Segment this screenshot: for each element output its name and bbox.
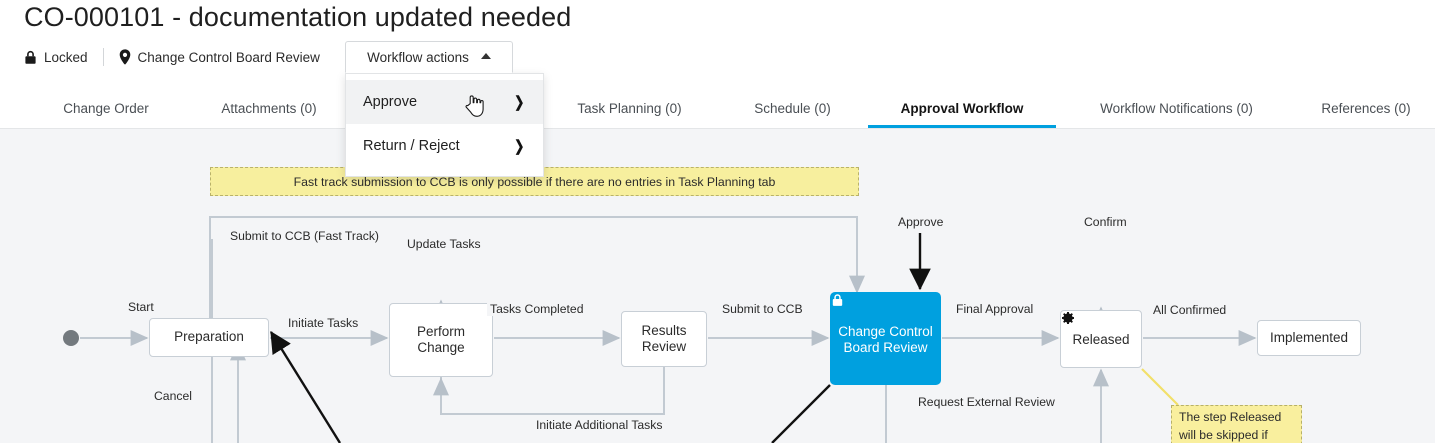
node-released[interactable]: Released <box>1060 310 1142 368</box>
node-preparation[interactable]: Preparation <box>149 318 269 357</box>
menu-item-return-reject-label: Return / Reject <box>363 138 460 154</box>
menu-item-return-reject[interactable]: Return / Reject ❯ <box>346 124 543 168</box>
node-implemented[interactable]: Implemented <box>1257 320 1361 356</box>
edge-label-submit-ccb-fast: Submit to CCB (Fast Track) <box>227 229 382 243</box>
lock-icon <box>24 50 37 65</box>
page-title: CO-000101 - documentation updated needed <box>24 2 572 32</box>
locked-status: Locked <box>24 50 88 65</box>
edge-label-submit-to-ccb: Submit to CCB <box>719 302 806 316</box>
tab-task-planning[interactable]: Task Planning (0) <box>577 100 682 116</box>
edge-label-update-tasks: Update Tasks <box>404 237 484 251</box>
chevron-right-icon: ❯ <box>514 137 525 155</box>
menu-item-approve-label: Approve <box>363 94 418 110</box>
chevron-up-icon <box>480 53 491 59</box>
edge-label-initiate-tasks: Initiate Tasks <box>285 316 362 330</box>
workflow-actions-label: Workflow actions <box>367 49 469 65</box>
node-released-label: Released <box>1072 332 1130 348</box>
chevron-right-icon: ❯ <box>514 93 525 111</box>
edge-label-all-confirmed: All Confirmed <box>1150 303 1230 317</box>
locked-label: Locked <box>44 49 88 65</box>
page-meta-row: Locked Change Control Board Review <box>24 42 320 72</box>
tab-change-order[interactable]: Change Order <box>63 100 149 116</box>
edge-label-cancel: Cancel <box>151 389 195 403</box>
edge-label-confirm: Confirm <box>1081 215 1130 229</box>
sticky-note[interactable]: The step Released will be skipped if the… <box>1171 405 1302 443</box>
tab-attachments[interactable]: Attachments (0) <box>221 100 317 116</box>
map-pin-icon <box>119 49 131 65</box>
edge-label-tasks-completed: Tasks Completed <box>487 302 587 316</box>
workflow-actions-dropdown[interactable]: Approve ❯ Return / Reject ❯ <box>345 73 544 177</box>
edge-label-initiate-additional: Initiate Additional Tasks <box>533 418 666 432</box>
menu-item-approve[interactable]: Approve ❯ <box>346 80 543 124</box>
edge-label-request-external: Request External Review <box>915 395 1058 409</box>
node-implemented-label: Implemented <box>1269 329 1349 345</box>
edge-label-start: Start <box>125 300 157 314</box>
current-state-label: Change Control Board Review <box>137 49 320 65</box>
workflow-diagram-canvas[interactable]: Fast track submission to CCB is only pos… <box>0 129 1435 443</box>
tab-bar: Change Order Attachments (0) Task Planni… <box>0 88 1435 129</box>
meta-divider <box>102 48 104 66</box>
edge-label-final-approval: Final Approval <box>953 302 1037 316</box>
page-header: CO-000101 - documentation updated needed… <box>0 0 1435 88</box>
edge-label-approve: Approve <box>895 215 947 229</box>
workflow-actions-button[interactable]: Workflow actions <box>345 41 513 73</box>
tab-workflow-notifications[interactable]: Workflow Notifications (0) <box>1100 100 1253 116</box>
tab-approval-workflow[interactable]: Approval Workflow <box>868 88 1056 128</box>
tab-schedule[interactable]: Schedule (0) <box>754 100 831 116</box>
node-preparation-label: Preparation <box>174 329 244 345</box>
node-start-dot[interactable] <box>63 330 79 346</box>
current-state: Change Control Board Review <box>119 49 320 65</box>
tab-references[interactable]: References (0) <box>1321 100 1411 116</box>
sticky-note-connector <box>1141 368 1179 406</box>
